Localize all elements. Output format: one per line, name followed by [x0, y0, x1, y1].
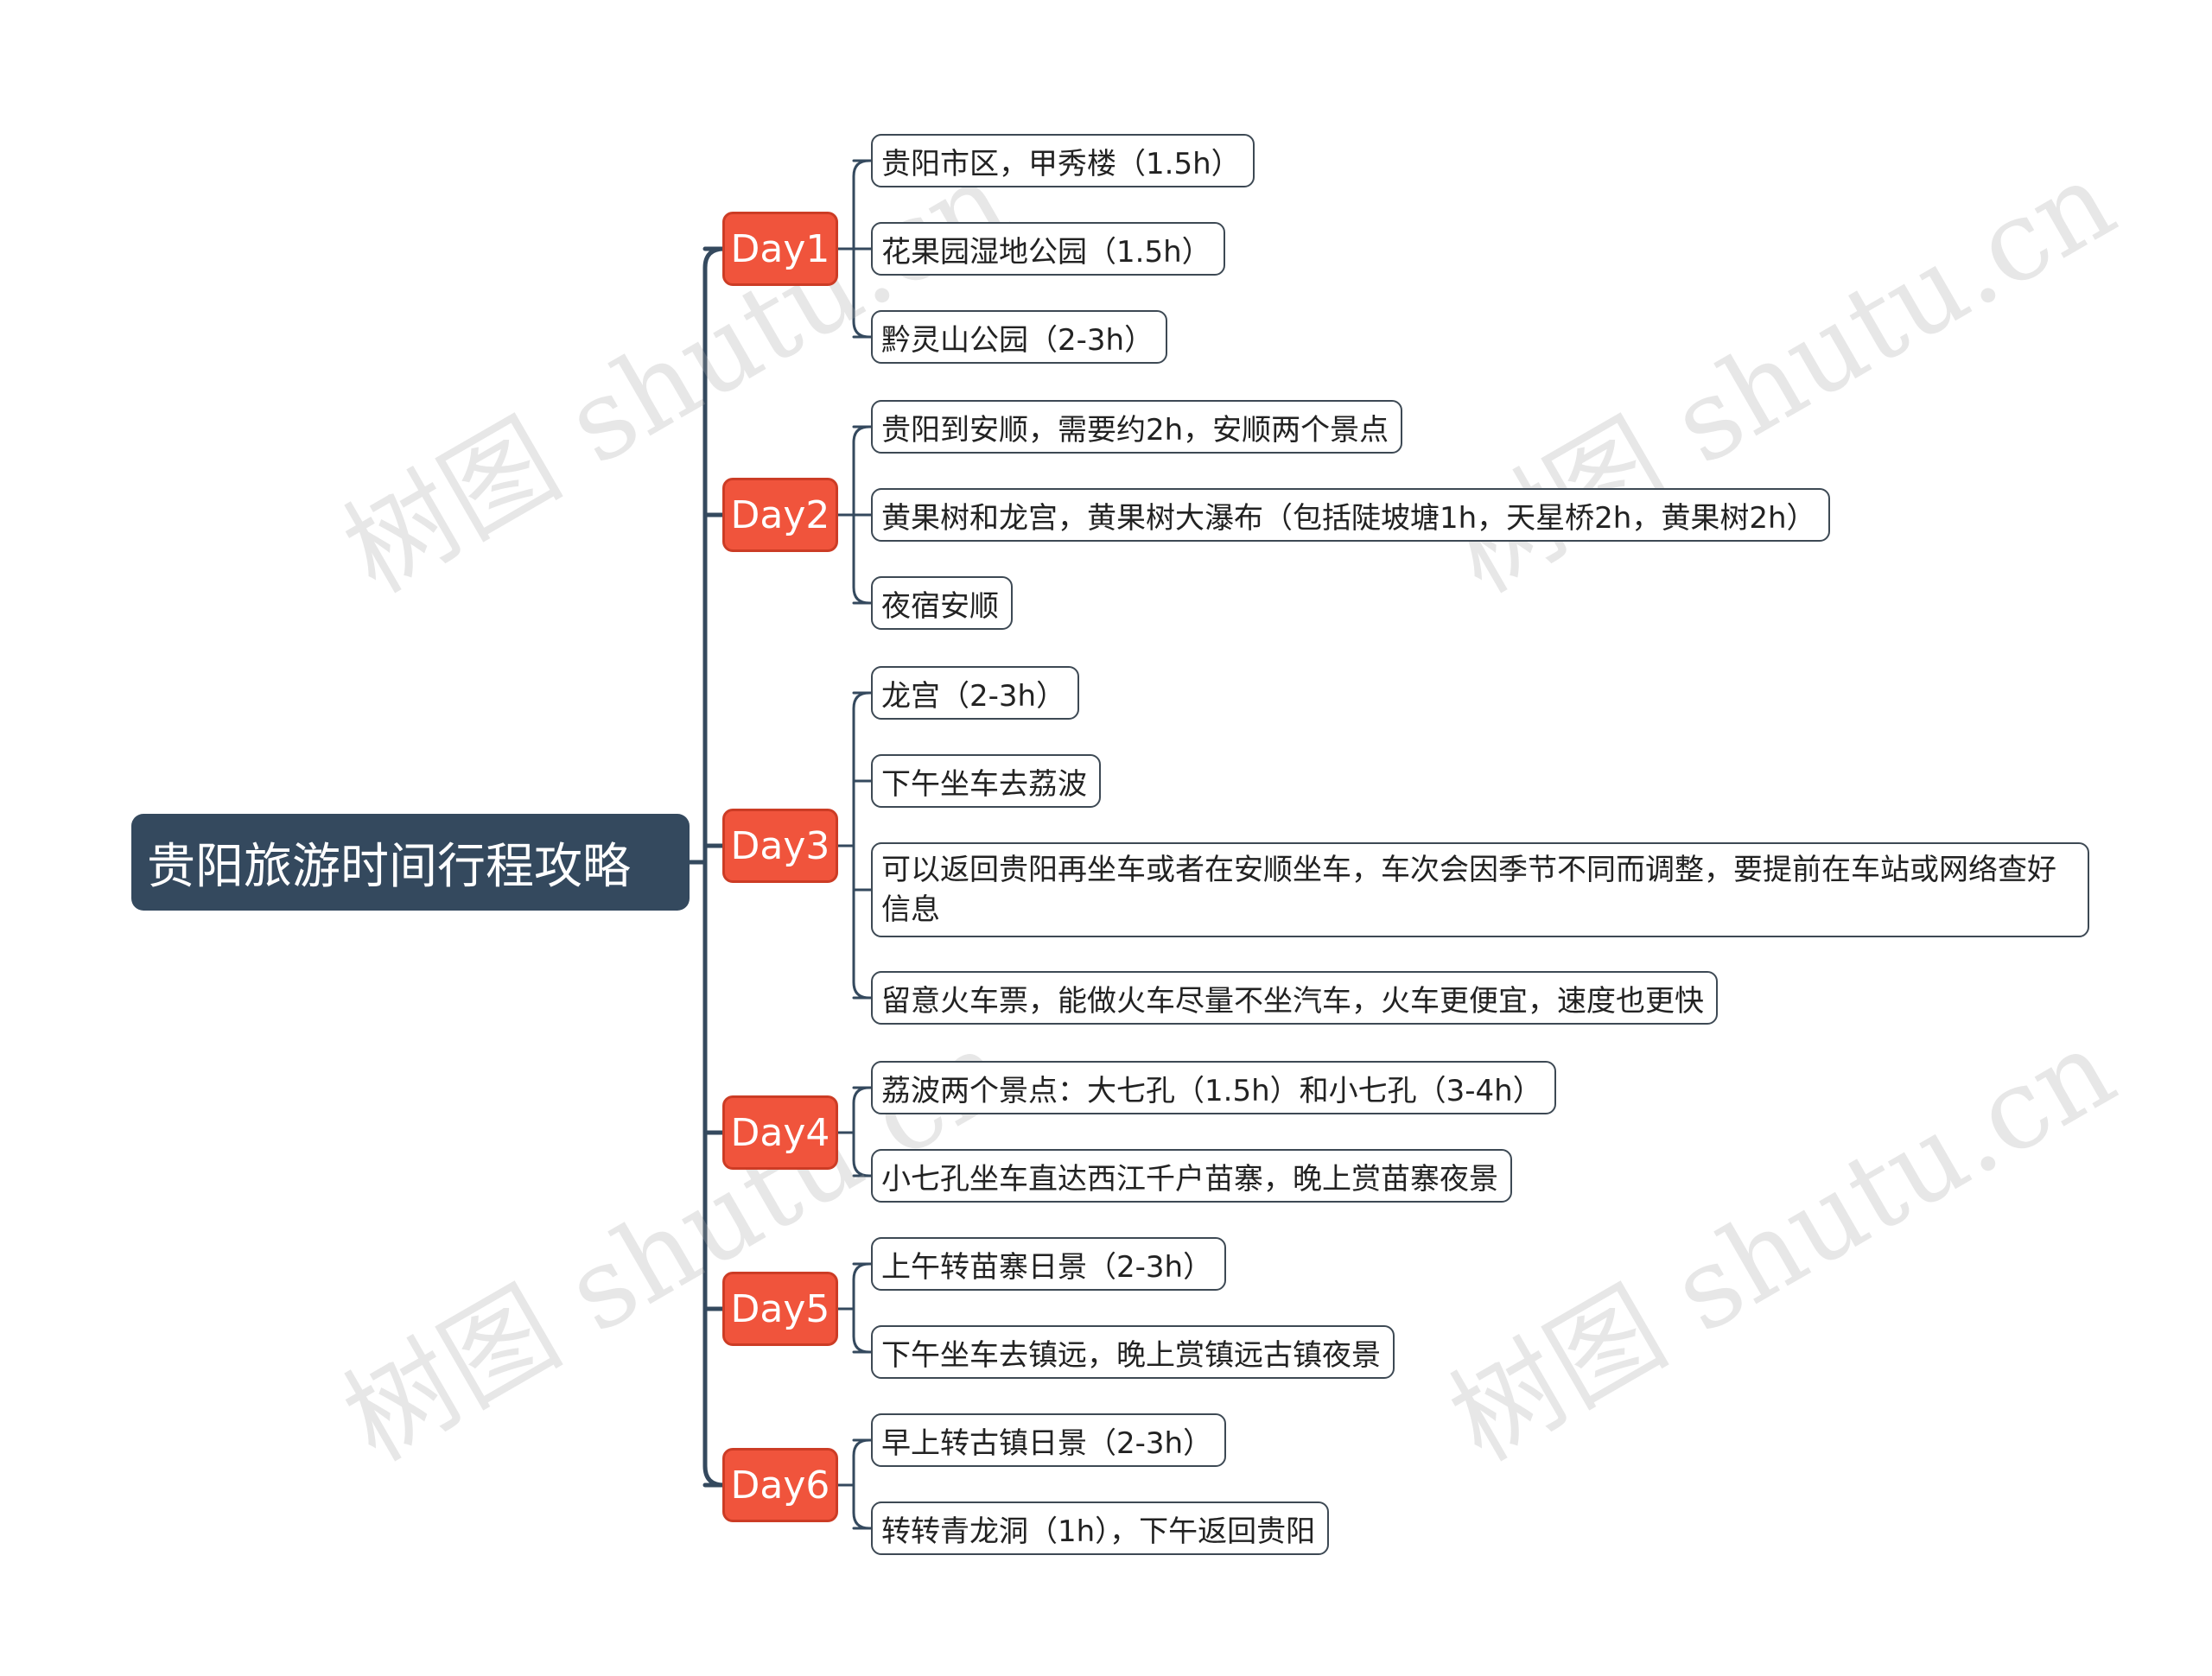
- day-label: Day2: [730, 492, 830, 537]
- leaf-node[interactable]: 下午坐车去荔波: [871, 754, 1101, 808]
- leaf-label: 可以返回贵阳再坐车或者在安顺坐车，车次会因季节不同而调整，要提前在车站或网络查好…: [881, 853, 2056, 927]
- leaf-label: 小七孔坐车直达西江千户苗寨，晚上赏苗寨夜景: [881, 1161, 1498, 1197]
- leaf-node[interactable]: 贵阳到安顺，需要约2h，安顺两个景点: [871, 400, 1403, 454]
- leaf-label: 夜宿安顺: [881, 588, 999, 624]
- leaf-label: 龙宫（2-3h）: [881, 678, 1066, 714]
- branch-line: [852, 1438, 871, 1530]
- leaf-node[interactable]: 上午转苗寨日景（2-3h）: [871, 1237, 1227, 1291]
- branch-line: [852, 1262, 871, 1354]
- leaf-node[interactable]: 小七孔坐车直达西江千户苗寨，晚上赏苗寨夜景: [871, 1149, 1512, 1203]
- root-topic[interactable]: 贵阳旅游时间行程攻略: [131, 814, 690, 911]
- day-label: Day6: [730, 1463, 830, 1508]
- day-node-2[interactable]: Day2: [722, 478, 838, 552]
- day-node-6[interactable]: Day6: [722, 1448, 838, 1522]
- leaf-node[interactable]: 可以返回贵阳再坐车或者在安顺坐车，车次会因季节不同而调整，要提前在车站或网络查好…: [871, 842, 2089, 937]
- day-label: Day4: [730, 1110, 830, 1155]
- root-topic-label: 贵阳旅游时间行程攻略: [147, 838, 631, 895]
- day-label: Day3: [730, 823, 830, 868]
- leaf-node[interactable]: 黔灵山公园（2-3h）: [871, 310, 1168, 364]
- leaf-node[interactable]: 黄果树和龙宫，黄果树大瀑布（包括陡坡塘1h，天星桥2h，黄果树2h）: [871, 488, 1830, 542]
- trunk-line: [702, 246, 727, 1488]
- day-label: Day5: [730, 1286, 830, 1331]
- leaf-label: 留意火车票，能做火车尽量不坐汽车，火车更便宜，速度也更快: [881, 983, 1704, 1019]
- leaf-node[interactable]: 留意火车票，能做火车尽量不坐汽车，火车更便宜，速度也更快: [871, 971, 1718, 1025]
- day-node-4[interactable]: Day4: [722, 1095, 838, 1170]
- leaf-label: 转转青龙洞（1h），下午返回贵阳: [881, 1514, 1316, 1549]
- leaf-node[interactable]: 龙宫（2-3h）: [871, 666, 1080, 720]
- day-label: Day1: [730, 226, 830, 271]
- leaf-label: 贵阳到安顺，需要约2h，安顺两个景点: [881, 412, 1389, 448]
- leaf-node[interactable]: 贵阳市区，甲秀楼（1.5h）: [871, 134, 1255, 187]
- day-node-3[interactable]: Day3: [722, 809, 838, 883]
- leaf-node[interactable]: 转转青龙洞（1h），下午返回贵阳: [871, 1501, 1330, 1555]
- branch-line: [852, 1086, 871, 1178]
- leaf-node[interactable]: 荔波两个景点：大七孔（1.5h）和小七孔（3-4h）: [871, 1061, 1556, 1114]
- leaf-node[interactable]: 早上转古镇日景（2-3h）: [871, 1413, 1227, 1467]
- leaf-node[interactable]: 下午坐车去镇远，晚上赏镇远古镇夜景: [871, 1325, 1395, 1379]
- leaf-node[interactable]: 花果园湿地公园（1.5h）: [871, 222, 1225, 276]
- branch-line: [852, 691, 871, 1000]
- leaf-label: 早上转古镇日景（2-3h）: [881, 1425, 1213, 1461]
- leaf-label: 黄果树和龙宫，黄果树大瀑布（包括陡坡塘1h，天星桥2h，黄果树2h）: [881, 500, 1816, 536]
- leaf-node[interactable]: 夜宿安顺: [871, 576, 1013, 630]
- leaf-label: 黔灵山公园（2-3h）: [881, 322, 1154, 358]
- leaf-label: 下午坐车去镇远，晚上赏镇远古镇夜景: [881, 1337, 1381, 1373]
- day-node-1[interactable]: Day1: [722, 212, 838, 286]
- leaf-label: 贵阳市区，甲秀楼（1.5h）: [881, 146, 1241, 181]
- leaf-label: 荔波两个景点：大七孔（1.5h）和小七孔（3-4h）: [881, 1073, 1542, 1108]
- leaf-label: 上午转苗寨日景（2-3h）: [881, 1249, 1213, 1285]
- leaf-label: 花果园湿地公园（1.5h）: [881, 234, 1211, 270]
- leaf-label: 下午坐车去荔波: [881, 766, 1087, 802]
- day-node-5[interactable]: Day5: [722, 1272, 838, 1346]
